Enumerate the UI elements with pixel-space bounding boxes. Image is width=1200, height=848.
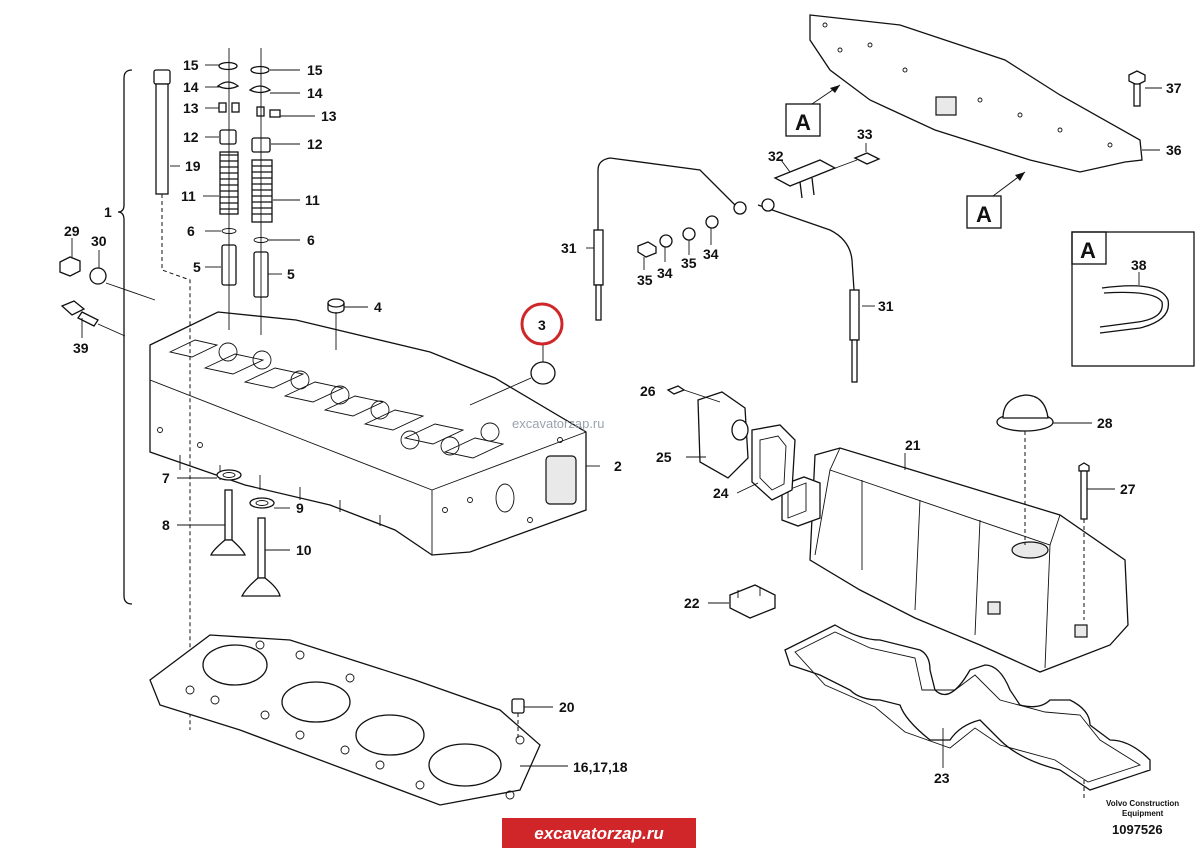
callout-24: 24 bbox=[713, 485, 729, 501]
callout-35-right: 35 bbox=[681, 255, 697, 271]
callout-6-left: 6 bbox=[187, 223, 195, 239]
callout-9: 9 bbox=[296, 500, 304, 516]
valve-train-right bbox=[248, 48, 281, 335]
callout-6-right: 6 bbox=[307, 232, 315, 248]
valve-train-left bbox=[216, 48, 240, 330]
document-number: 1097526 bbox=[1112, 822, 1163, 837]
highlight-circle bbox=[520, 302, 564, 346]
sensor-39 bbox=[60, 300, 126, 337]
callout-4: 4 bbox=[374, 299, 382, 315]
callout-21: 21 bbox=[905, 437, 921, 453]
view-label-a-1: A bbox=[795, 110, 811, 135]
callout-35-left: 35 bbox=[637, 272, 653, 288]
publisher-line-1: Volvo Construction bbox=[1106, 799, 1179, 808]
detail-view-a bbox=[1071, 231, 1195, 367]
head-bolt bbox=[153, 69, 191, 730]
temperature-sender bbox=[59, 256, 156, 301]
callout-37: 37 bbox=[1166, 80, 1182, 96]
watermark: excavatorzap.ru bbox=[512, 416, 605, 431]
bolt-37 bbox=[1128, 70, 1162, 107]
view-a-box-1 bbox=[785, 84, 841, 137]
banner-background bbox=[502, 818, 696, 848]
dowel-20 bbox=[511, 698, 553, 740]
callout-27: 27 bbox=[1120, 481, 1136, 497]
callout-15-right: 15 bbox=[307, 62, 323, 78]
callout-8: 8 bbox=[162, 517, 170, 533]
view-label-a-2: A bbox=[976, 202, 992, 227]
valve-seals-and-valves bbox=[210, 469, 281, 597]
callout-3: 3 bbox=[538, 317, 546, 333]
callout-12-right: 12 bbox=[307, 136, 323, 152]
callout-2: 2 bbox=[614, 458, 622, 474]
publisher-line-2: Equipment bbox=[1122, 809, 1164, 818]
callout-29: 29 bbox=[64, 223, 80, 239]
callout-32: 32 bbox=[768, 148, 784, 164]
callout-7: 7 bbox=[162, 470, 170, 486]
callout-33: 33 bbox=[857, 126, 873, 142]
bracket-32 bbox=[773, 152, 881, 199]
filler-cap bbox=[996, 394, 1092, 545]
callout-13-left: 13 bbox=[183, 100, 199, 116]
callout-23: 23 bbox=[934, 770, 950, 786]
callout-15-left: 15 bbox=[183, 57, 199, 73]
assembly-bracket bbox=[117, 69, 133, 605]
intake-manifold bbox=[781, 447, 1129, 673]
head-gasket bbox=[149, 634, 541, 806]
callout-14-right: 14 bbox=[307, 85, 323, 101]
callout-31-right: 31 bbox=[878, 298, 894, 314]
callout-5-right: 5 bbox=[287, 266, 295, 282]
callout-26: 26 bbox=[640, 383, 656, 399]
callout-14-left: 14 bbox=[183, 79, 199, 95]
view-a-box-2 bbox=[966, 171, 1026, 229]
manifold-gasket bbox=[784, 624, 1151, 800]
heat-shield bbox=[809, 14, 1143, 173]
callout-39: 39 bbox=[73, 340, 89, 356]
view-label-a-3: A bbox=[1080, 238, 1096, 263]
callout-11-right: 11 bbox=[305, 192, 320, 208]
callout-22: 22 bbox=[684, 595, 700, 611]
callout-13-right: 13 bbox=[321, 108, 337, 124]
long-bolt bbox=[1078, 462, 1115, 620]
callout-1: 1 bbox=[104, 204, 112, 220]
callout-28: 28 bbox=[1097, 415, 1113, 431]
callout-30: 30 bbox=[91, 233, 107, 249]
callout-11-left: 11 bbox=[181, 188, 196, 204]
callout-10: 10 bbox=[296, 542, 312, 558]
callout-34-left: 34 bbox=[657, 265, 673, 281]
callout-12-left: 12 bbox=[183, 129, 199, 145]
flange-and-gasket bbox=[666, 385, 796, 501]
cylinder-head bbox=[149, 311, 587, 556]
callout-16-17-18: 16,17,18 bbox=[573, 759, 628, 775]
callout-20: 20 bbox=[559, 699, 575, 715]
plug-4 bbox=[327, 298, 368, 350]
expansion-plug-3 bbox=[469, 343, 556, 406]
callout-34-right: 34 bbox=[703, 246, 719, 262]
callout-38: 38 bbox=[1131, 257, 1147, 273]
banner-text: excavatorzap.ru bbox=[534, 824, 664, 843]
callout-31-left: 31 bbox=[561, 240, 577, 256]
callout-19: 19 bbox=[185, 158, 201, 174]
callout-25: 25 bbox=[656, 449, 672, 465]
callout-5-left: 5 bbox=[193, 259, 201, 275]
callout-36: 36 bbox=[1166, 142, 1182, 158]
heater-wiring bbox=[593, 157, 860, 383]
clip-22 bbox=[708, 584, 776, 619]
